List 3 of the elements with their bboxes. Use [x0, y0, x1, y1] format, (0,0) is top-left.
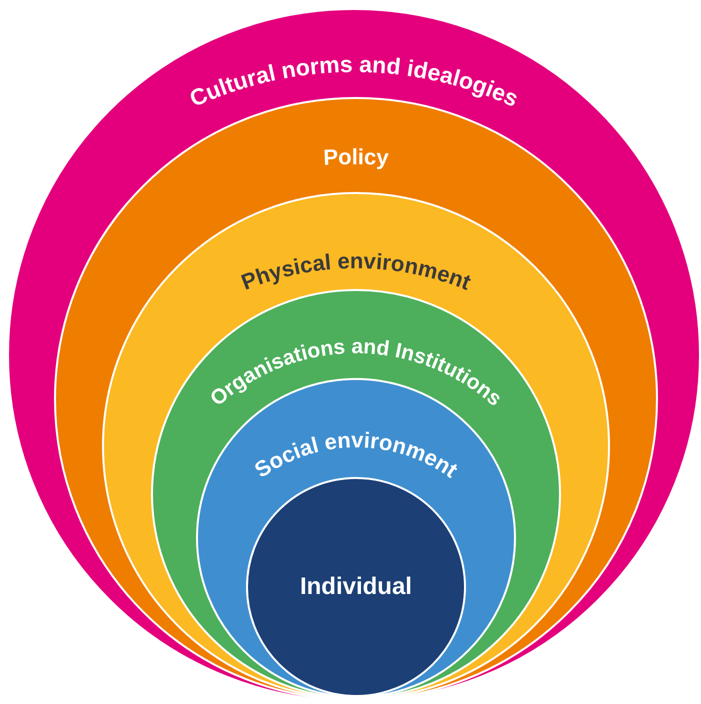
- ring-label: Policy: [322, 144, 390, 170]
- ring-label: Physical environment: [238, 248, 474, 295]
- center-label: Individual: [300, 572, 412, 602]
